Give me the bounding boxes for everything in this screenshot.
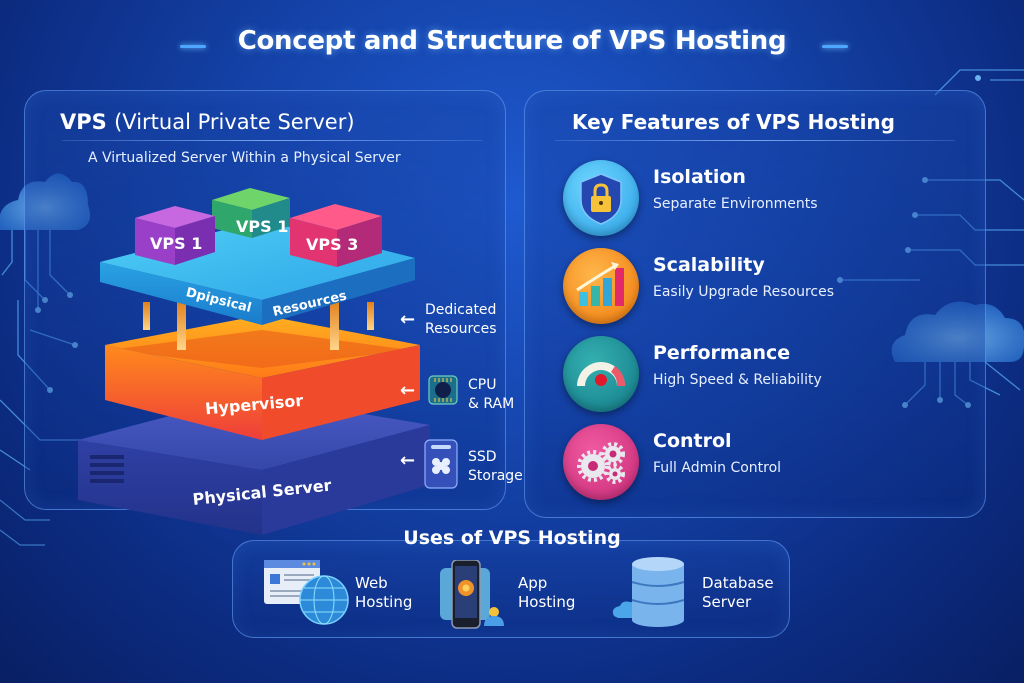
label-line: Database — [702, 574, 774, 592]
feature-name: Control — [653, 430, 732, 452]
vps-box-label: VPS 1 — [150, 234, 202, 253]
label-line: SSD — [468, 449, 497, 465]
gears-icon — [563, 424, 639, 500]
vps-heading: VPS (Virtual Private Server) — [60, 110, 355, 134]
feature-desc: Easily Upgrade Resources — [653, 284, 835, 300]
feature-isolation: Isolation Separate Environments — [563, 160, 963, 240]
features-heading: Key Features of VPS Hosting — [572, 110, 895, 134]
arrow-left-icon: ← — [400, 450, 416, 471]
label-line: Hosting — [518, 593, 576, 611]
label-line: CPU — [468, 377, 497, 393]
web-globe-icon — [264, 560, 349, 625]
hypervisor-layer: Hypervisor — [105, 315, 420, 440]
arrow-left-icon: ← — [400, 380, 416, 401]
use-database-server: Database Server — [702, 574, 774, 612]
label-line: Resources — [425, 321, 497, 337]
label-line: Storage — [468, 468, 523, 484]
feature-desc: Full Admin Control — [653, 460, 782, 476]
use-app-hosting: App Hosting — [518, 574, 575, 612]
vps-box-label: VPS 3 — [306, 235, 358, 254]
feature-name: Scalability — [653, 254, 765, 276]
title-accent-right — [822, 45, 848, 48]
vps-box-label: VPS 1 — [236, 217, 288, 236]
shield-lock-icon — [563, 160, 639, 236]
vps-box-pink: VPS 3 — [290, 204, 382, 267]
label-line: App — [518, 574, 548, 592]
growth-chart-icon — [563, 248, 639, 324]
label-line: Dedicated — [425, 302, 497, 318]
feature-name: Performance — [653, 342, 791, 364]
feature-desc: High Speed & Reliability — [653, 372, 822, 388]
cpu-ram-label: CPU & RAM — [468, 376, 514, 414]
feature-control: Control Full Admin Control — [563, 424, 963, 504]
vps-box-purple: VPS 1 — [135, 206, 215, 265]
uses-heading: Uses of VPS Hosting — [403, 527, 621, 549]
dedicated-resources-label: Dedicated Resources — [425, 301, 497, 339]
feature-desc: Separate Environments — [653, 196, 818, 212]
speedometer-icon — [563, 336, 639, 412]
cpu-chip-icon — [428, 375, 458, 405]
arrow-left-icon: ← — [400, 309, 416, 330]
label-line: Hosting — [355, 593, 413, 611]
vps-heading-light: (Virtual Private Server) — [114, 110, 355, 134]
feature-name: Isolation — [653, 166, 746, 188]
ssd-storage-icon — [424, 439, 458, 489]
ssd-storage-label: SSD Storage — [468, 448, 523, 486]
feature-performance: Performance High Speed & Reliability — [563, 336, 963, 416]
use-web-hosting: Web Hosting — [355, 574, 412, 612]
server-vent-icon — [90, 455, 124, 483]
resource-pillars — [143, 300, 374, 350]
vps-box-green: VPS 1 — [212, 188, 290, 238]
divider — [555, 140, 955, 141]
vps-heading-bold: VPS — [60, 110, 107, 134]
mobile-app-icon — [440, 560, 504, 629]
title-accent-left — [180, 45, 206, 48]
vps-subtitle: A Virtualized Server Within a Physical S… — [88, 150, 401, 166]
database-icon — [612, 557, 685, 627]
feature-scalability: Scalability Easily Upgrade Resources — [563, 248, 963, 328]
label-line: & RAM — [468, 396, 515, 412]
divider — [62, 140, 482, 141]
label-line: Server — [702, 593, 752, 611]
page-title: Concept and Structure of VPS Hosting — [237, 26, 787, 56]
label-line: Web — [355, 574, 388, 592]
